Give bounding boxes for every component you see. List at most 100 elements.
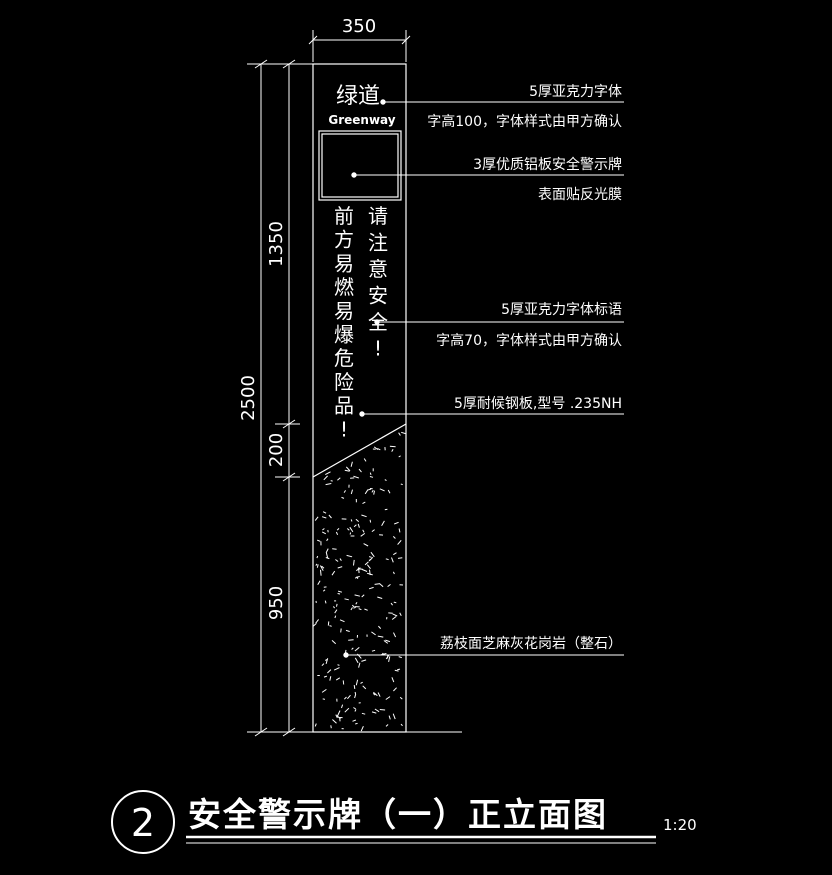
granite-speckle [341, 704, 344, 709]
callout-acrylic-slogan: 5厚亚克力字体标语 [501, 302, 622, 318]
granite-speckle [354, 647, 360, 652]
granite-speckle [333, 667, 340, 671]
sign-title-en: Greenway [328, 113, 395, 127]
granite-speckle [364, 608, 368, 611]
granite-speckle [354, 594, 361, 597]
sign.slogan_right-char: ! [374, 337, 382, 361]
granite-speckle [371, 631, 376, 636]
granite-speckle [383, 640, 389, 644]
granite-speckle [394, 521, 399, 525]
granite-speckle [321, 516, 327, 519]
granite-speckle [321, 531, 327, 535]
granite-speckle [337, 664, 340, 666]
granite-speckle [337, 477, 341, 481]
middle-height-label: 200 [266, 433, 287, 467]
granite-speckle [391, 616, 397, 620]
granite-speckle [354, 709, 357, 712]
granite-speckle [397, 668, 401, 671]
granite-speckle [323, 675, 328, 678]
granite-speckle [362, 501, 366, 505]
granite-speckle [325, 471, 331, 476]
granite-speckle [377, 596, 383, 599]
granite-speckle [331, 640, 337, 645]
granite-speckle [364, 561, 369, 566]
granite-speckle [330, 480, 333, 482]
granite-speckle [355, 679, 359, 686]
granite-speckle [393, 601, 397, 604]
granite-speckle [344, 598, 349, 601]
granite-speckle [388, 656, 391, 663]
granite-speckle [374, 583, 381, 585]
granite-speckle [393, 632, 397, 638]
granite-speckle [319, 565, 324, 571]
title-number: 2 [131, 801, 155, 845]
granite-speckle [337, 710, 341, 717]
granite-speckle [316, 564, 319, 568]
granite-speckle [332, 719, 337, 724]
granite-speckle [353, 606, 356, 609]
granite-speckle [358, 662, 361, 668]
sign.slogan_right-char: 安 [368, 284, 388, 308]
granite-speckle [401, 431, 406, 435]
granite-speckle [336, 603, 338, 607]
granite-speckle [352, 719, 357, 722]
granite-speckle [336, 715, 341, 720]
granite-speckle [373, 446, 379, 451]
granite-speckle [363, 458, 367, 462]
drawing-title: 安全警示牌（一）正立面图 [188, 795, 608, 834]
granite-speckle [350, 607, 353, 611]
granite-speckle [379, 709, 386, 711]
callout-acrylic-letters: 5厚亚克力字体 [529, 84, 622, 100]
sign.slogan_left-char: 危 [334, 346, 354, 370]
granite-speckle [354, 691, 357, 695]
granite-speckle [361, 514, 367, 518]
granite-speckle [377, 692, 381, 697]
granite-speckle [362, 685, 367, 690]
granite-speckle [393, 552, 397, 556]
granite-speckle [370, 551, 375, 558]
granite-speckle [371, 529, 375, 533]
warning-panel [318, 130, 402, 201]
granite-speckle [343, 490, 347, 493]
granite-speckle [320, 569, 322, 576]
granite-speckle [351, 604, 355, 608]
callout-aluminium-panel: 3厚优质铝板安全警示牌 [473, 156, 622, 173]
granite-speckle [387, 584, 391, 587]
granite-speckle [398, 528, 401, 533]
granite-speckle [351, 647, 354, 650]
granite-speckle [363, 543, 369, 547]
granite-speckle [315, 619, 319, 624]
granite-speckle [379, 583, 384, 588]
granite-speckle [374, 708, 380, 713]
granite-speckle [322, 589, 326, 592]
granite-speckle [354, 694, 357, 699]
granite-speckle [369, 569, 371, 576]
granite-speckle [331, 570, 336, 576]
granite-speckle [361, 594, 365, 598]
granite-speckle [330, 725, 332, 729]
granite-speckle [353, 559, 355, 566]
granite-speckle [355, 518, 360, 522]
lower-height-label: 950 [266, 586, 287, 620]
granite-speckle [400, 723, 403, 727]
granite-speckle [350, 489, 353, 495]
granite-speckle [324, 600, 327, 604]
sign.slogan_right-char: 注 [368, 231, 388, 255]
granite-speckle [397, 539, 402, 545]
granite-speckle [397, 557, 403, 559]
title-number-circle [111, 790, 175, 854]
top-width-dimension [308, 30, 411, 62]
granite-speckle [353, 475, 359, 479]
sign-post [312, 63, 407, 733]
granite-speckle [399, 696, 403, 700]
granite-speckle [392, 536, 396, 539]
granite-speckle [369, 519, 372, 523]
granite-speckle [371, 649, 376, 652]
granite-speckle [334, 609, 338, 614]
granite-speckle [346, 528, 350, 531]
granite-speckle [369, 476, 374, 478]
granite-speckle [346, 554, 353, 558]
granite-speckle [317, 580, 321, 585]
granite-speckle [343, 696, 347, 700]
granite-speckle [325, 548, 329, 554]
